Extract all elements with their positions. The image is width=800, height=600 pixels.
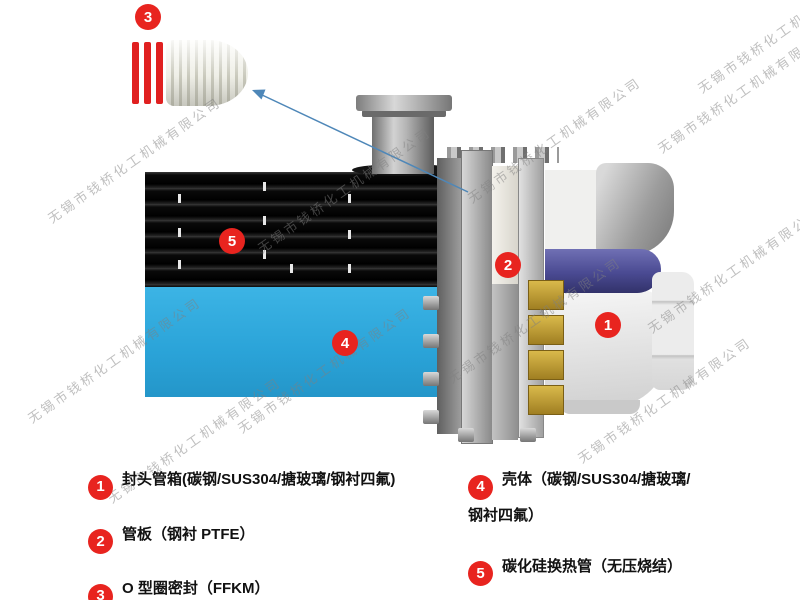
top-nozzle-ring xyxy=(362,110,446,117)
bolt-head xyxy=(423,334,439,348)
baffle-tick xyxy=(348,264,351,273)
top-nozzle-pipe xyxy=(372,116,434,174)
o-ring-seal-component xyxy=(130,40,248,106)
legend-badge-4: 4 xyxy=(468,474,493,500)
casing-foot xyxy=(560,400,640,414)
tube-sheet-plate-lower xyxy=(492,284,518,440)
legend-item-1: 1 封头管箱(碳钢/SUS304/搪玻璃/钢衬四氟) xyxy=(88,464,458,500)
tube-sheet-plate-main xyxy=(461,150,493,444)
baffle-tick xyxy=(263,216,266,225)
legend-label-5: 碳化硅换热管（无压烧结） xyxy=(502,557,683,575)
gasket-block xyxy=(528,385,564,415)
bolt-head xyxy=(423,296,439,310)
baffle-tick xyxy=(348,194,351,203)
casing-body xyxy=(545,290,667,406)
legend-label-1: 封头管箱(碳钢/SUS304/搪玻璃/钢衬四氟) xyxy=(122,471,396,488)
legend-item-5: 5 碳化硅换热管（无压烧结） xyxy=(468,551,700,586)
watermark-text: 无锡市钱桥化工机械有限公司 xyxy=(695,0,800,97)
gasket-block xyxy=(528,280,564,310)
bolt-head xyxy=(423,372,439,386)
baffle-tick xyxy=(263,250,266,259)
baffle-tick xyxy=(290,264,293,273)
casing-purple-band xyxy=(545,249,661,293)
baffle-tick xyxy=(263,182,266,191)
sic-tube-bundle xyxy=(145,172,457,287)
callout-badge-3: 3 xyxy=(135,4,161,30)
legend-label-3: O 型圈密封（FFKM） xyxy=(122,580,270,597)
watermark-text: 无锡市钱桥化工机械有限公司 xyxy=(655,24,800,157)
legend-item-2: 2 管板（钢衬 PTFE） xyxy=(88,519,458,554)
legend-label-2: 管板（钢衬 PTFE） xyxy=(122,525,255,543)
casing-side-flange xyxy=(652,272,694,390)
legend-badge-5: 5 xyxy=(468,561,493,586)
casing-inlet-pipe xyxy=(596,163,674,255)
baffle-tick xyxy=(178,228,181,237)
callout-badge-4: 4 xyxy=(332,330,358,356)
callout-badge-5: 5 xyxy=(219,228,245,254)
red-stripe xyxy=(144,42,151,104)
callout-badge-1: 1 xyxy=(595,312,621,338)
gasket-block xyxy=(528,315,564,345)
threaded-body xyxy=(166,40,248,106)
legend-item-3: 3 O 型圈密封（FFKM） xyxy=(88,573,458,600)
legend-badge-1: 1 xyxy=(88,474,113,500)
callout-badge-2: 2 xyxy=(495,252,521,278)
casing-top xyxy=(545,170,605,256)
baffle-tick xyxy=(348,230,351,239)
shell-body xyxy=(145,287,457,397)
legend-label-4: 壳体（碳钢/SUS304/搪玻璃/钢衬四氟） xyxy=(468,471,691,524)
gasket-block xyxy=(528,350,564,380)
top-nozzle-flange xyxy=(356,95,452,111)
baffle-tick xyxy=(178,260,181,269)
bolt-head xyxy=(520,428,536,442)
red-stripe xyxy=(132,42,139,104)
bolt-head xyxy=(458,428,474,442)
baffle-tick xyxy=(178,194,181,203)
red-stripe xyxy=(156,42,163,104)
bolt-head xyxy=(423,410,439,424)
legend-badge-3: 3 xyxy=(88,583,113,600)
legend-left-column: 1 封头管箱(碳钢/SUS304/搪玻璃/钢衬四氟) 2 管板（钢衬 PTFE） 3… xyxy=(88,464,458,600)
tube-sheet-plate-back xyxy=(437,158,461,434)
legend-badge-2: 2 xyxy=(88,529,113,554)
